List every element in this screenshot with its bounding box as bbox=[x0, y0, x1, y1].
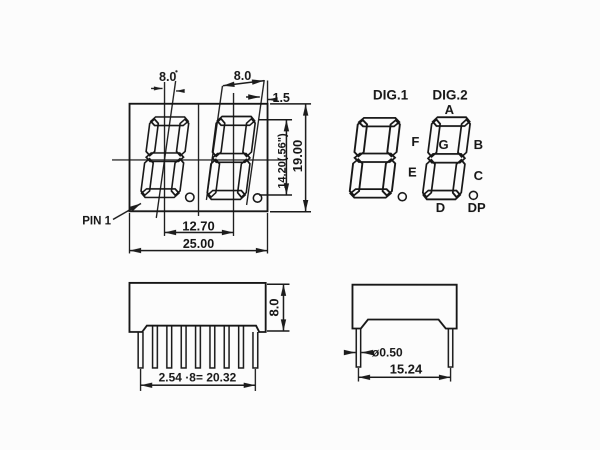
svg-text:DIG.2: DIG.2 bbox=[432, 88, 467, 103]
svg-text:C: C bbox=[474, 168, 484, 183]
svg-text:19.00: 19.00 bbox=[290, 140, 305, 173]
svg-text:8.0: 8.0 bbox=[234, 69, 251, 83]
svg-text:2.54 ·8= 20.32: 2.54 ·8= 20.32 bbox=[159, 370, 237, 384]
svg-text:25.00: 25.00 bbox=[183, 237, 214, 251]
svg-text:ø0.50: ø0.50 bbox=[372, 346, 403, 360]
svg-text:PIN 1: PIN 1 bbox=[82, 215, 111, 227]
svg-text:8.0: 8.0 bbox=[266, 298, 281, 316]
svg-text:D: D bbox=[436, 200, 445, 215]
svg-text:B: B bbox=[474, 137, 483, 152]
svg-text:A: A bbox=[445, 102, 455, 117]
svg-text:14.20(.56"): 14.20(.56") bbox=[277, 133, 289, 189]
svg-text:DP: DP bbox=[468, 200, 486, 215]
svg-text:1.5: 1.5 bbox=[273, 91, 290, 105]
svg-text:G: G bbox=[439, 137, 449, 152]
svg-text:12.70: 12.70 bbox=[182, 218, 215, 233]
svg-text:DIG.1: DIG.1 bbox=[373, 88, 409, 103]
svg-text:F: F bbox=[411, 134, 419, 149]
svg-text:8.0: 8.0 bbox=[159, 70, 176, 84]
svg-text:E: E bbox=[408, 165, 417, 180]
svg-text:15.24: 15.24 bbox=[390, 362, 423, 377]
